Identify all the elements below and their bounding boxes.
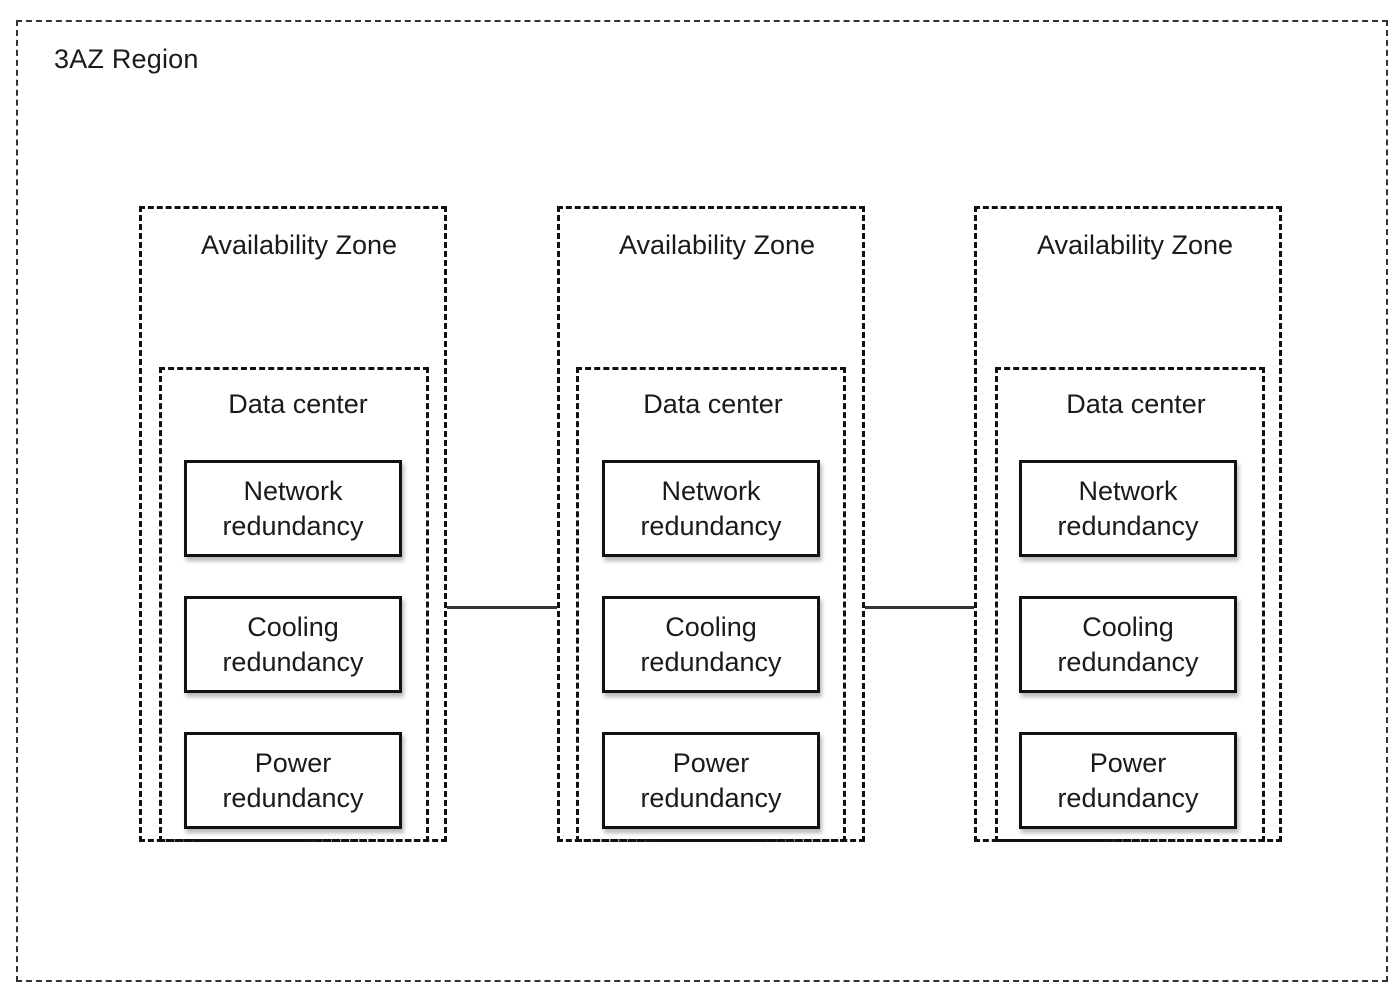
power-redundancy-box-2: Power redundancy <box>602 732 820 829</box>
power-redundancy-box-1: Power redundancy <box>184 732 402 829</box>
network-redundancy-box-2: Network redundancy <box>602 460 820 557</box>
cooling-redundancy-box-1: Cooling redundancy <box>184 596 402 693</box>
cooling-redundancy-box-3: Cooling redundancy <box>1019 596 1237 693</box>
region-title: 3AZ Region <box>54 44 199 74</box>
availability-zone-3-title: Availability Zone <box>1036 230 1234 260</box>
data-center-2-title: Data center <box>643 389 783 419</box>
data-center-2 <box>576 367 846 842</box>
availability-zone-1-title: Availability Zone <box>200 230 398 260</box>
cooling-redundancy-box-2: Cooling redundancy <box>602 596 820 693</box>
data-center-3-title: Data center <box>1066 389 1206 419</box>
availability-zone-2-title: Availability Zone <box>618 230 816 260</box>
data-center-1 <box>159 367 429 842</box>
network-redundancy-box-1: Network redundancy <box>184 460 402 557</box>
zone-connector-1-2 <box>447 606 557 609</box>
power-redundancy-box-3: Power redundancy <box>1019 732 1237 829</box>
data-center-1-title: Data center <box>228 389 368 419</box>
data-center-3 <box>995 367 1265 842</box>
network-redundancy-box-3: Network redundancy <box>1019 460 1237 557</box>
region-boundary <box>16 20 1388 982</box>
zone-connector-2-3 <box>865 606 974 609</box>
